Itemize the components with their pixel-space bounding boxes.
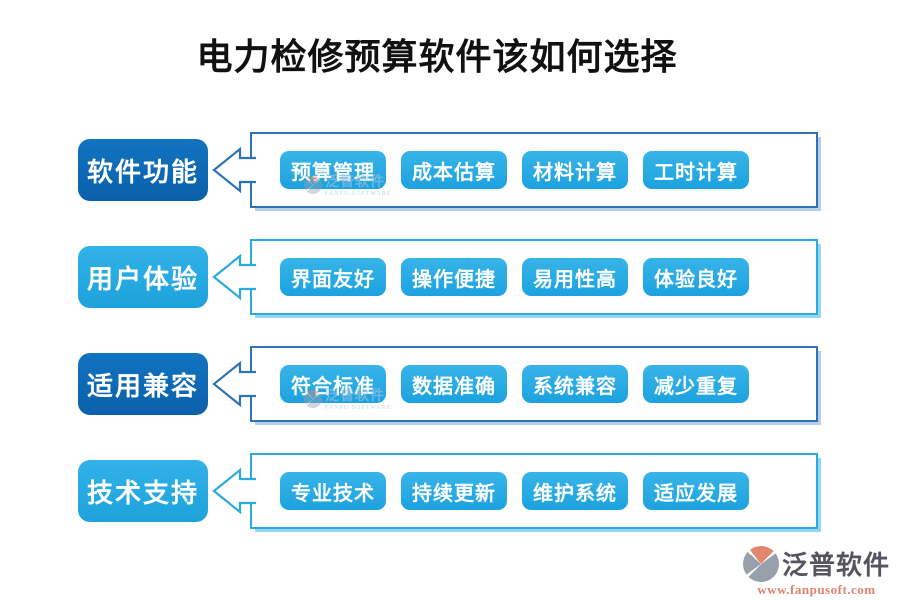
feature-chip: 专业技术 [280, 472, 386, 510]
arrow-left-icon [212, 360, 256, 408]
arrow-left-icon [212, 146, 256, 194]
fanpu-branding: 泛普软件 www.fanpusoft.com [742, 545, 890, 598]
feature-chip: 易用性高 [522, 258, 628, 296]
category-row: 适用兼容 符合标准 数据准确 系统兼容 减少重复 泛普软件 FANPU SOFT… [0, 346, 900, 422]
fanpu-logo-icon [742, 545, 779, 582]
category-label: 软件功能 [78, 139, 208, 201]
feature-chip: 维护系统 [522, 472, 628, 510]
arrow-left-icon [212, 253, 256, 301]
category-label: 用户体验 [78, 246, 208, 308]
feature-chip: 工时计算 [643, 151, 749, 189]
feature-chip: 界面友好 [280, 258, 386, 296]
feature-chip: 减少重复 [643, 365, 749, 403]
feature-chip: 系统兼容 [522, 365, 628, 403]
feature-chip: 预算管理 [280, 151, 386, 189]
feature-chip: 材料计算 [522, 151, 628, 189]
category-label: 技术支持 [78, 460, 208, 522]
items-panel: 专业技术 持续更新 维护系统 适应发展 [250, 453, 818, 529]
brand-url: www.fanpusoft.com [757, 582, 876, 597]
watermark-subtext: FANPU SOFTWARE [325, 191, 392, 197]
items-panel: 界面友好 操作便捷 易用性高 体验良好 [250, 239, 818, 315]
arrow-left-icon [212, 467, 256, 515]
feature-chip: 持续更新 [401, 472, 507, 510]
items-panel: 预算管理 成本估算 材料计算 工时计算 泛普软件 FANPU SOFTWARE [250, 132, 818, 208]
category-row: 软件功能 预算管理 成本估算 材料计算 工时计算 泛普软件 FANPU SOFT… [0, 132, 900, 208]
feature-chip: 成本估算 [401, 151, 507, 189]
feature-chip: 操作便捷 [401, 258, 507, 296]
feature-chip: 体验良好 [643, 258, 749, 296]
items-panel: 符合标准 数据准确 系统兼容 减少重复 泛普软件 FANPU SOFTWARE [250, 346, 818, 422]
category-row: 技术支持 专业技术 持续更新 维护系统 适应发展 [0, 453, 900, 529]
feature-chip: 符合标准 [280, 365, 386, 403]
brand-name: 泛普软件 [781, 551, 890, 580]
feature-chip: 数据准确 [401, 365, 507, 403]
feature-chip: 适应发展 [643, 472, 749, 510]
category-label: 适用兼容 [78, 353, 208, 415]
watermark-subtext: FANPU SOFTWARE [325, 405, 392, 411]
category-row: 用户体验 界面友好 操作便捷 易用性高 体验良好 [0, 239, 900, 315]
page-title: 电力检修预算软件该如何选择 [196, 37, 678, 77]
